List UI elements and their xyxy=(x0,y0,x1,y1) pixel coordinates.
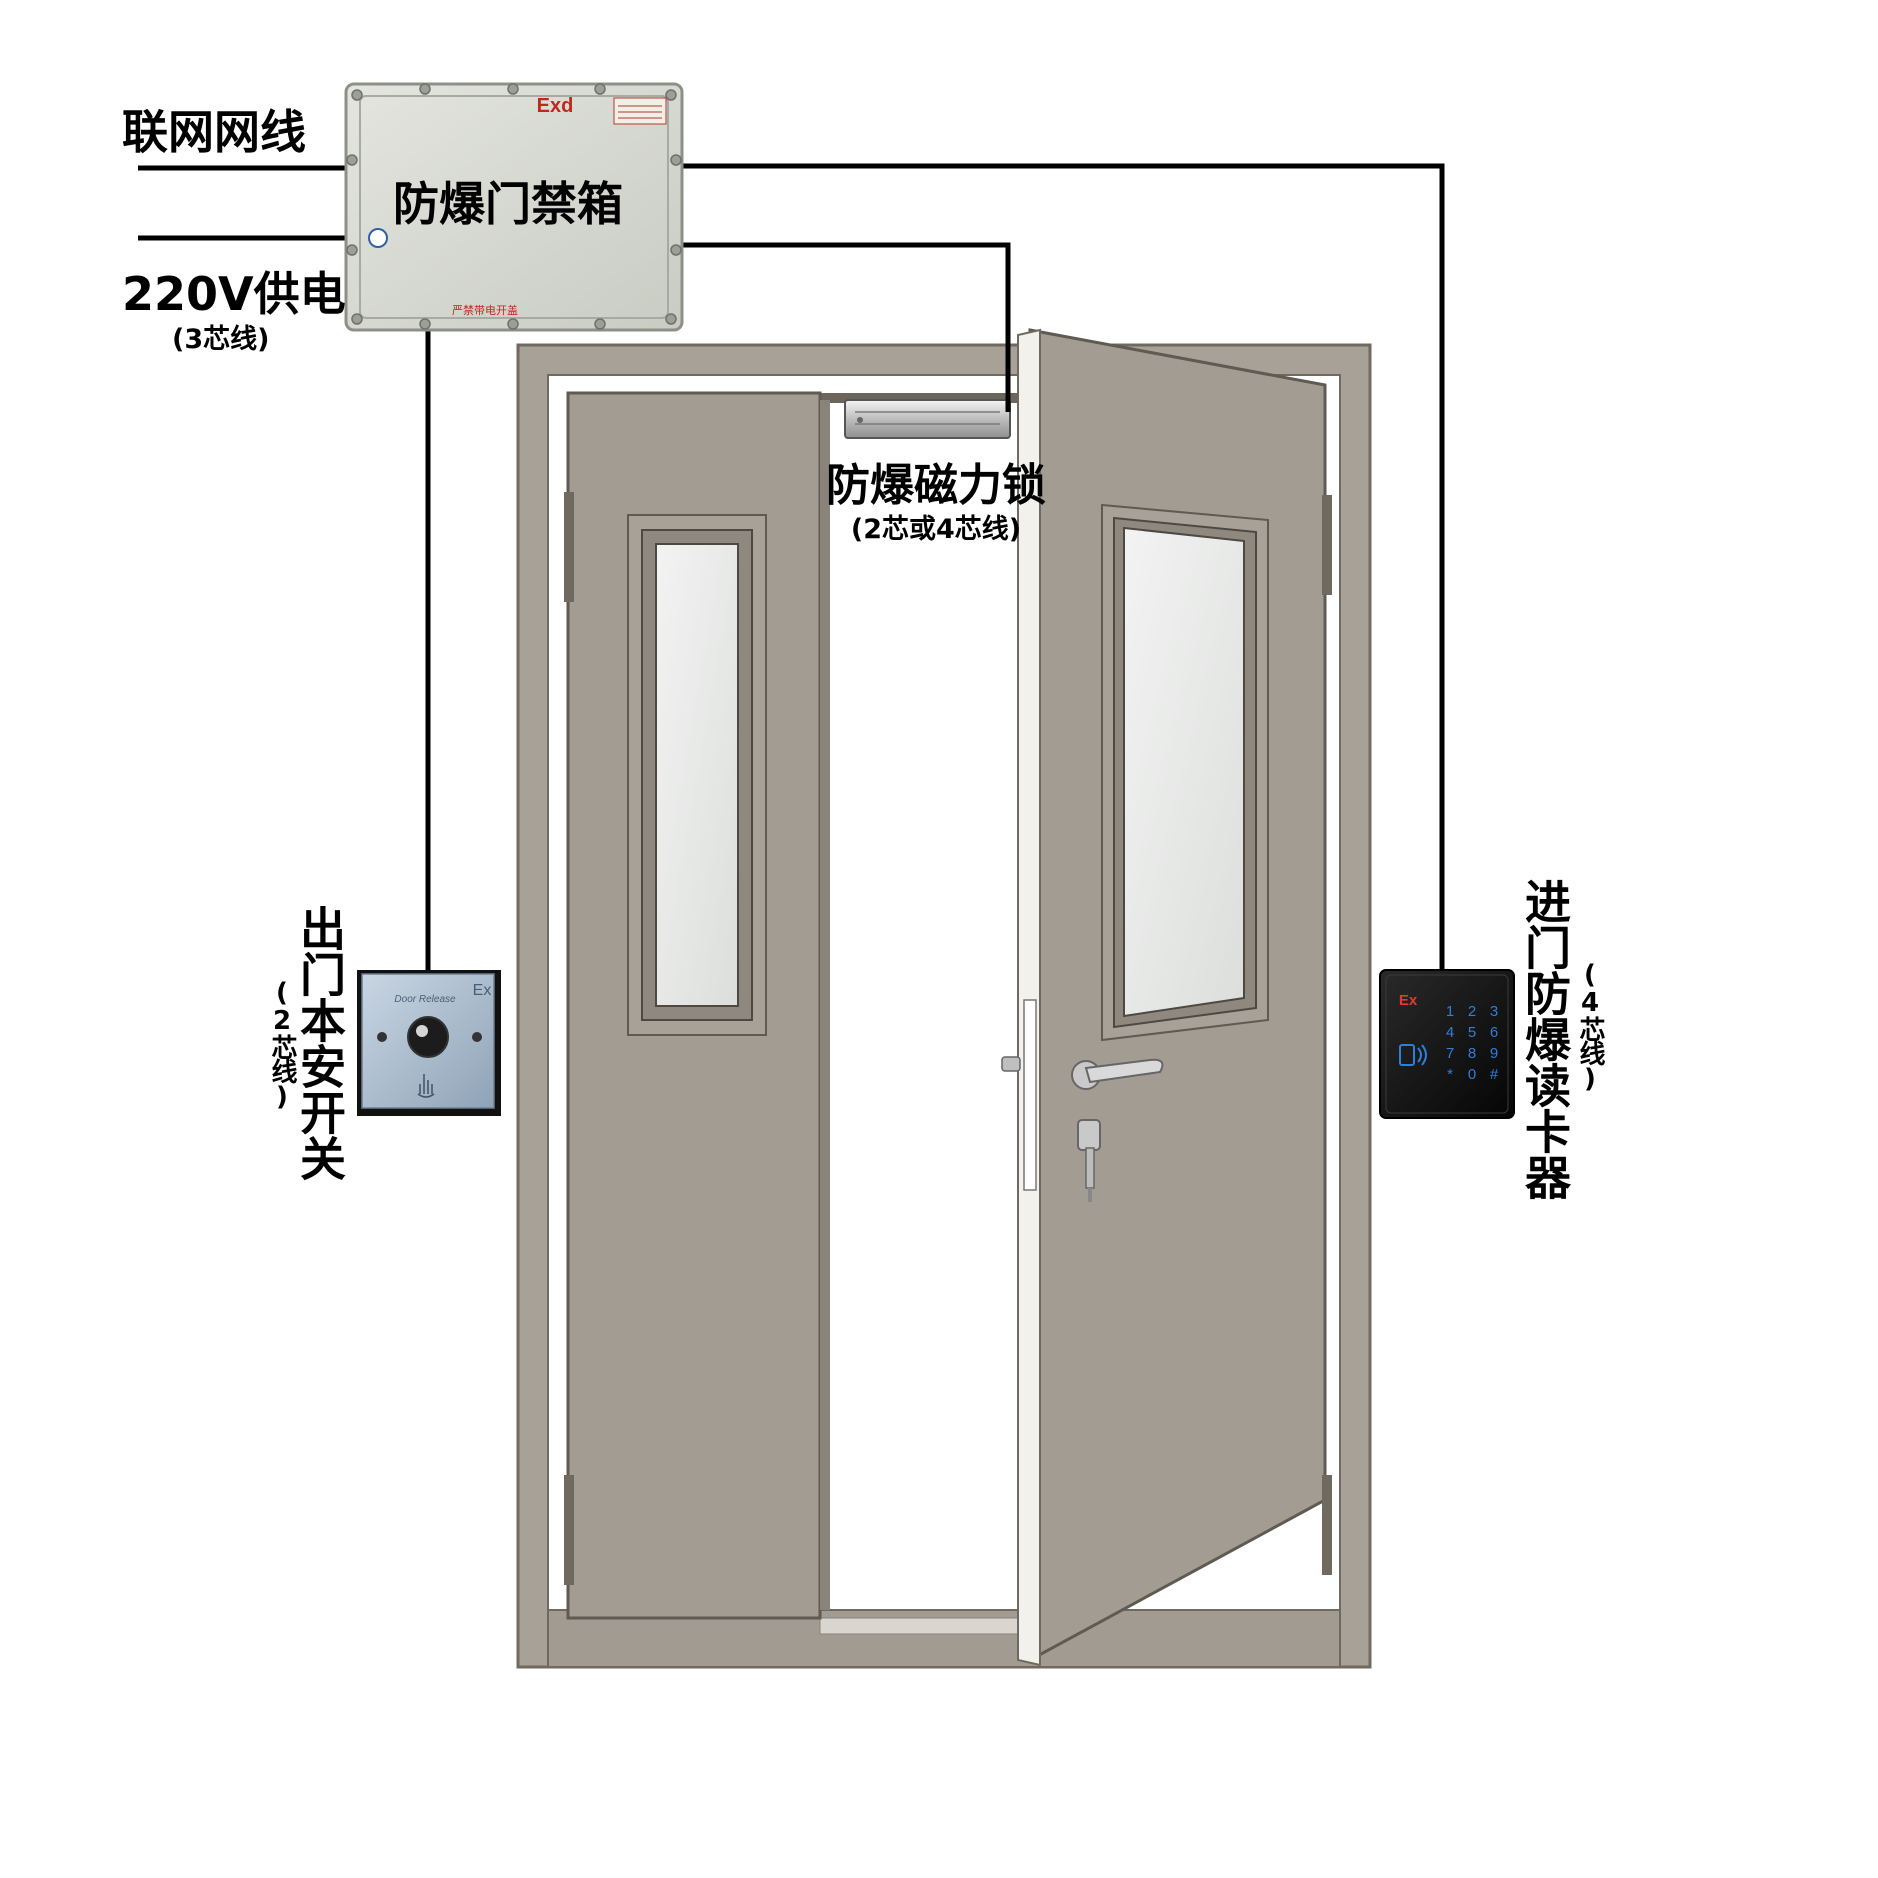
reader-ex-mark: Ex xyxy=(1399,992,1418,1009)
wiring xyxy=(138,163,1445,970)
magnetic-lock-label: 防爆磁力锁 xyxy=(826,460,1046,511)
exit-switch-wire-spec-label: (2芯线) xyxy=(267,978,297,1110)
hinge-icon xyxy=(564,492,574,602)
screw-icon xyxy=(472,1032,482,1042)
magnetic-lock xyxy=(844,399,1011,439)
right-door-edge xyxy=(1017,328,1041,1667)
keypad-key[interactable]: # xyxy=(1490,1066,1499,1083)
keypad-key[interactable]: 7 xyxy=(1446,1045,1454,1062)
box-exd-mark: Exd xyxy=(537,95,574,117)
hinge-icon xyxy=(1322,495,1332,595)
release-button-icon xyxy=(407,1016,449,1058)
keypad-key[interactable]: 0 xyxy=(1468,1066,1476,1083)
exit-switch-ex-mark: Ex xyxy=(473,982,492,999)
hand-press-icon xyxy=(417,1074,435,1098)
card-reader-wire-spec-label: (4芯线) xyxy=(1575,960,1605,1092)
box-nameplate xyxy=(613,97,667,125)
keypad-key[interactable]: * xyxy=(1447,1066,1453,1083)
keypad-key[interactable]: 2 xyxy=(1468,1003,1476,1020)
keypad-key[interactable]: 5 xyxy=(1468,1024,1476,1041)
right-window-glass xyxy=(1123,526,1245,1018)
magnetic-lock-wire-spec-label: (2芯或4芯线) xyxy=(851,514,1021,545)
certification-icon xyxy=(368,228,388,248)
keypad-key[interactable]: 1 xyxy=(1446,1003,1454,1020)
rfid-card-icon xyxy=(1399,1044,1427,1066)
exit-switch-label: 出门本安开关 xyxy=(293,905,347,1181)
box-warning-text: 严禁带电开盖 xyxy=(452,303,518,317)
network-line-label: 联网网线 xyxy=(122,105,306,159)
hinge-icon xyxy=(1322,1475,1332,1575)
screw-icon xyxy=(377,1032,387,1042)
keypad-key[interactable]: 6 xyxy=(1490,1024,1498,1041)
bolt-icon xyxy=(346,83,682,330)
lock-wire xyxy=(680,242,1011,412)
keypad-key[interactable]: 9 xyxy=(1490,1045,1498,1062)
power-supply-label: 220V供电 xyxy=(122,267,346,321)
exit-switch-text: Door Release xyxy=(394,994,456,1005)
control-box-label: 防爆门禁箱 xyxy=(393,177,623,231)
exit-release-switch: Ex Door Release xyxy=(357,970,501,1116)
left-window-glass xyxy=(655,543,739,1007)
keypad-key[interactable]: 8 xyxy=(1468,1045,1476,1062)
door-handle-icon xyxy=(1001,1056,1164,1090)
keypad-key[interactable]: 4 xyxy=(1446,1024,1454,1041)
hinge-icon xyxy=(564,1475,574,1585)
keypad-key[interactable]: 3 xyxy=(1490,1003,1498,1020)
reader-wire xyxy=(680,163,1445,970)
key-lock-icon xyxy=(1077,1119,1101,1202)
explosion-proof-control-box: Exd 严禁带电开盖 防爆门禁箱 xyxy=(344,82,684,332)
latch-plate xyxy=(1023,999,1037,1191)
card-reader-label: 进门防爆读卡器 xyxy=(1518,878,1572,1200)
power-wire-spec-label: (3芯线) xyxy=(172,324,269,355)
double-door xyxy=(516,328,1372,1669)
